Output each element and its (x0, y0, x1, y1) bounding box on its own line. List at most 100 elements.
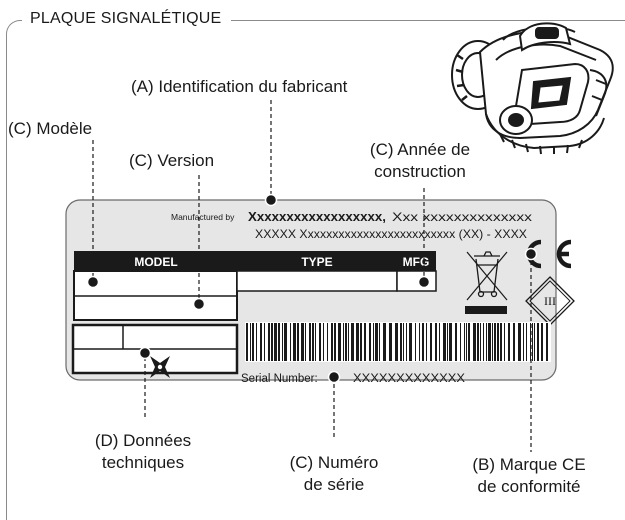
barcode-bar (290, 323, 291, 361)
barcode-bar (464, 323, 465, 361)
barcode-bar (356, 323, 359, 361)
barcode-bar (256, 323, 257, 361)
barcode-bar (331, 323, 333, 361)
barcode-bar (492, 323, 493, 361)
barcode-bar (494, 323, 496, 361)
barcode-bar (268, 323, 270, 361)
barcode-bar (293, 323, 296, 361)
barcode-bar (373, 323, 374, 361)
barcode-bar (395, 323, 398, 361)
barcode-bar (477, 323, 479, 361)
class-iii-label: III (544, 294, 556, 308)
barcode-bar (334, 323, 336, 361)
barcode-bar (309, 323, 311, 361)
barcode-bar (480, 323, 481, 361)
barcode-bar (400, 323, 402, 361)
barcode-bar (383, 323, 386, 361)
callout-serial: (C) Numéro de série (268, 452, 400, 496)
barcode-bar (250, 323, 251, 361)
callout-serial-line1: (C) Numéro (289, 453, 379, 472)
barcode-bar (379, 323, 380, 361)
section-frame (6, 20, 625, 520)
barcode-bar (312, 323, 314, 361)
barcode-bar (301, 323, 304, 361)
callout-serial-line2: de série (303, 475, 365, 494)
dot-manufacturer (264, 193, 278, 207)
barcode-bar (419, 323, 420, 361)
barcode-bar (473, 323, 476, 361)
barcode-bar (546, 323, 548, 361)
model-header: MODEL (134, 255, 177, 269)
callout-tech-line1: (D) Données (94, 431, 192, 450)
barcode-bar (375, 323, 378, 361)
leader-lines (92, 100, 532, 452)
blade-icon (150, 356, 170, 378)
callout-year: (C) Année de construction (355, 139, 485, 183)
serial-number-value: XXXXXXXXXXXXX (353, 373, 465, 385)
barcode-bar (348, 323, 349, 361)
barcode-bar (435, 323, 437, 361)
barcode-bar (260, 323, 262, 361)
barcode-bar (252, 323, 254, 361)
dot-tech (138, 346, 152, 360)
callout-manufacturer: (A) Identification du fabricant (131, 77, 348, 96)
barcode-bar (518, 323, 521, 361)
barcode-bar (422, 323, 424, 361)
manufacturer-name: Xxxxxxxxxxxxxxxxxx, (248, 209, 386, 224)
callout-dots (86, 193, 538, 384)
barcode-bar (403, 323, 404, 361)
barcode-bar (497, 323, 499, 361)
weee-crossed-bin-icon (465, 251, 508, 314)
barcode-bar (409, 323, 412, 361)
barcode-bar (282, 323, 283, 361)
barcode-bar (327, 323, 328, 361)
callout-version: (C) Version (129, 151, 215, 170)
barcode-bar (537, 323, 539, 361)
barcode-bar (466, 323, 467, 361)
dot-version (192, 297, 206, 311)
type-header: TYPE (301, 255, 332, 269)
barcode-bar (526, 323, 527, 361)
barcode-bar (369, 323, 371, 361)
barcode-bar (449, 323, 452, 361)
barcode-bar (455, 323, 457, 361)
barcode-bar (532, 323, 533, 361)
barcode-bar (360, 323, 362, 361)
barcode-bar (426, 323, 427, 361)
barcode-bar (486, 323, 487, 361)
barcode-bar (504, 323, 505, 361)
section-title: PLAQUE SIGNALÉTIQUE (22, 10, 232, 28)
callout-ce: (B) Marque CE de conformité (452, 454, 606, 498)
manufacturer-address-2: XXXXX Xxxxxxxxxxxxxxxxxxxxxxxxx (XX) - X… (255, 227, 527, 241)
barcode-bar (483, 323, 484, 361)
barcode-bar (264, 323, 265, 361)
barcode-bar (460, 323, 461, 361)
barcode-bar (345, 323, 347, 361)
barcode-bar (284, 323, 287, 361)
barcode-bar (315, 323, 316, 361)
robot-mower-image (451, 22, 614, 155)
callout-ce-line1: (B) Marque CE (472, 455, 586, 474)
dot-ce (524, 247, 538, 261)
barcode-bar (364, 323, 366, 361)
mfg-header: MFG (403, 255, 430, 269)
callout-tech-line2: techniques (101, 453, 185, 472)
barcode-bar (508, 323, 510, 361)
plate-header-bar (74, 251, 436, 271)
callout-year-line1: (C) Année de (369, 140, 471, 159)
dot-serial (327, 370, 341, 384)
barcode-bar (305, 323, 306, 361)
barcode-bar (541, 323, 543, 361)
dot-model (86, 275, 100, 289)
barcode-bar (323, 323, 324, 361)
barcode-bar (523, 323, 524, 361)
serial-number-label: Serial Number: (241, 373, 318, 385)
callout-year-line2: construction (374, 162, 466, 181)
nameplate (65, 199, 575, 381)
barcode-bar (513, 323, 515, 361)
barcode-bar (534, 323, 535, 361)
manufacturer-address-1: Xxx xxxxxxxxxxxxxx (392, 210, 532, 224)
barcode-bar (274, 323, 277, 361)
type-cell (236, 270, 398, 292)
